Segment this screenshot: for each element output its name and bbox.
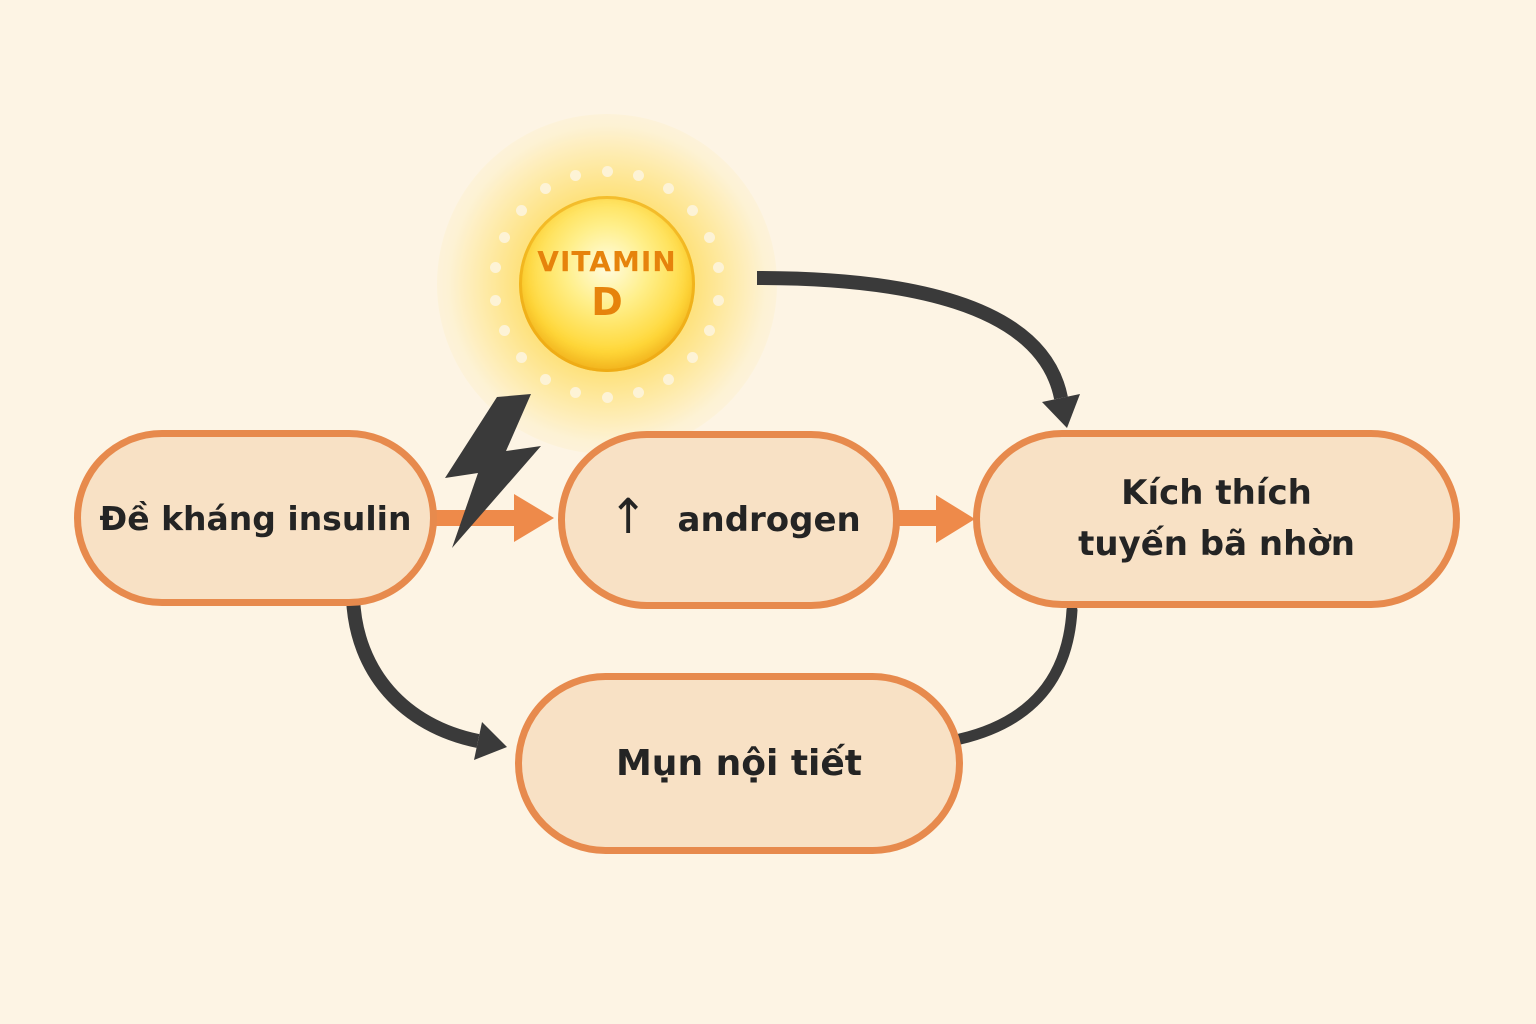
node-sebaceous-label-line1: Kích thích [1121,473,1312,513]
node-sebaceous-stimulation: Kích thích tuyến bã nhờn [973,430,1460,608]
orange-arrow-head [514,494,554,542]
sun-dot [662,183,674,195]
sun-dot [686,204,698,216]
node-insulin-label: Đề kháng insulin [99,498,412,538]
sun-label-d: D [591,279,623,324]
sun-dot [713,262,725,274]
sun-dot [601,165,613,177]
node-insulin-resistance: Đề kháng insulin [74,430,437,606]
sun-dot [540,373,552,385]
sun-dot [569,386,581,398]
sun-dot [498,231,510,243]
orange-arrow-head [936,495,975,543]
arrow-insulin-to-acne-head [474,722,507,760]
node-androgen-increase: ↑ androgen [558,431,900,609]
orange-arrow-shaft [428,510,514,526]
connector-sebaceous-to-acne [954,604,1078,745]
orange-arrow-shaft [898,510,936,526]
sun-dot [601,391,613,403]
sun-dot [686,352,698,364]
sun-label-vitamin: VITAMIN [537,244,677,278]
sun-dot [633,170,645,182]
arrow-insulin-to-acne [346,597,480,748]
sun-dot [704,231,716,243]
arrow-sun-to-sebaceous [756,271,1068,400]
sun-dot [489,294,501,306]
node-acne-label: Mụn nội tiết [615,743,863,784]
node-androgen-label: androgen [677,500,861,540]
sun-dot [498,325,510,337]
orange-arrow-insulin-to-androgen [428,494,554,542]
sun-dot [569,170,581,182]
node-sebaceous-label-line2: tuyến bã nhờn [1078,524,1355,564]
sun-dot [489,262,501,274]
sun-dot [713,294,725,306]
sun-dots-ring [489,165,725,403]
orange-arrow-androgen-to-sebaceous [898,495,975,543]
node-hormonal-acne: Mụn nội tiết [515,673,963,854]
sun-dot [516,352,528,364]
sun-icon: VITAMIN D [519,196,695,372]
sun-dot [516,204,528,216]
sun-dot [704,325,716,337]
arrow-sun-to-sebaceous-head [1042,394,1080,428]
sun-dot [662,373,674,385]
up-arrow-icon: ↑ [609,487,648,545]
sun-dot [633,386,645,398]
sun-dot [540,183,552,195]
